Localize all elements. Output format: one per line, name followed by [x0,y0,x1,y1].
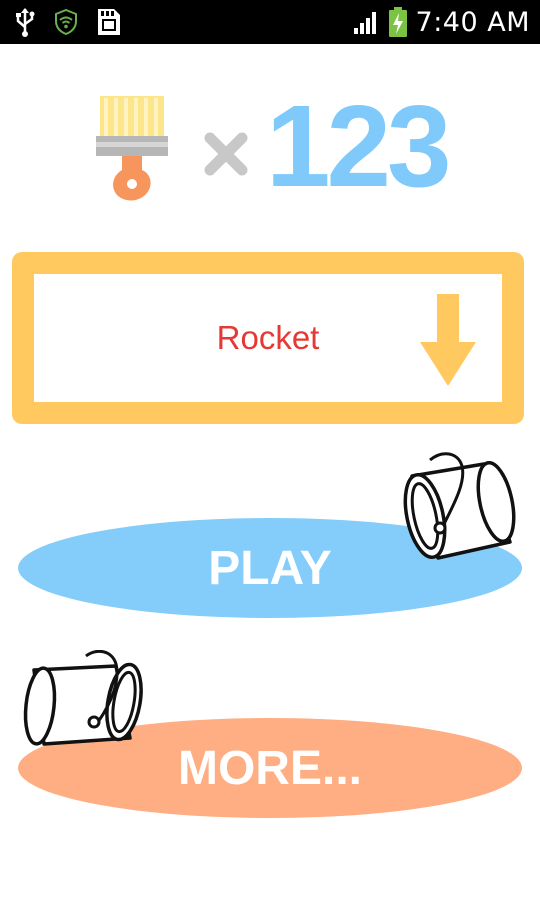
multiply-icon [204,132,248,176]
score-value: 123 [266,81,452,211]
usb-icon [16,8,35,37]
paint-bucket-icon [23,650,143,746]
level-selector-dropdown[interactable]: Rocket [12,252,524,424]
status-bar: 7:40 AM [0,0,540,44]
wifi-shield-icon [55,9,77,35]
status-bar-right: 7:40 AM [352,0,530,44]
play-button-label: PLAY [208,541,332,595]
signal-icon [353,12,376,34]
battery-charging-icon [388,7,407,37]
sd-card-icon [98,9,120,35]
status-bar-left [14,0,122,44]
status-time: 7:40 AM [415,6,530,38]
score-header: 123 [0,81,540,211]
paint-bucket-icon [403,452,516,560]
paintbrush-icon [96,96,168,201]
arrow-down-icon [420,294,476,386]
selected-option-label: Rocket [216,319,320,356]
selector-inner: Rocket [34,274,502,402]
more-button-label: MORE... [177,741,362,795]
